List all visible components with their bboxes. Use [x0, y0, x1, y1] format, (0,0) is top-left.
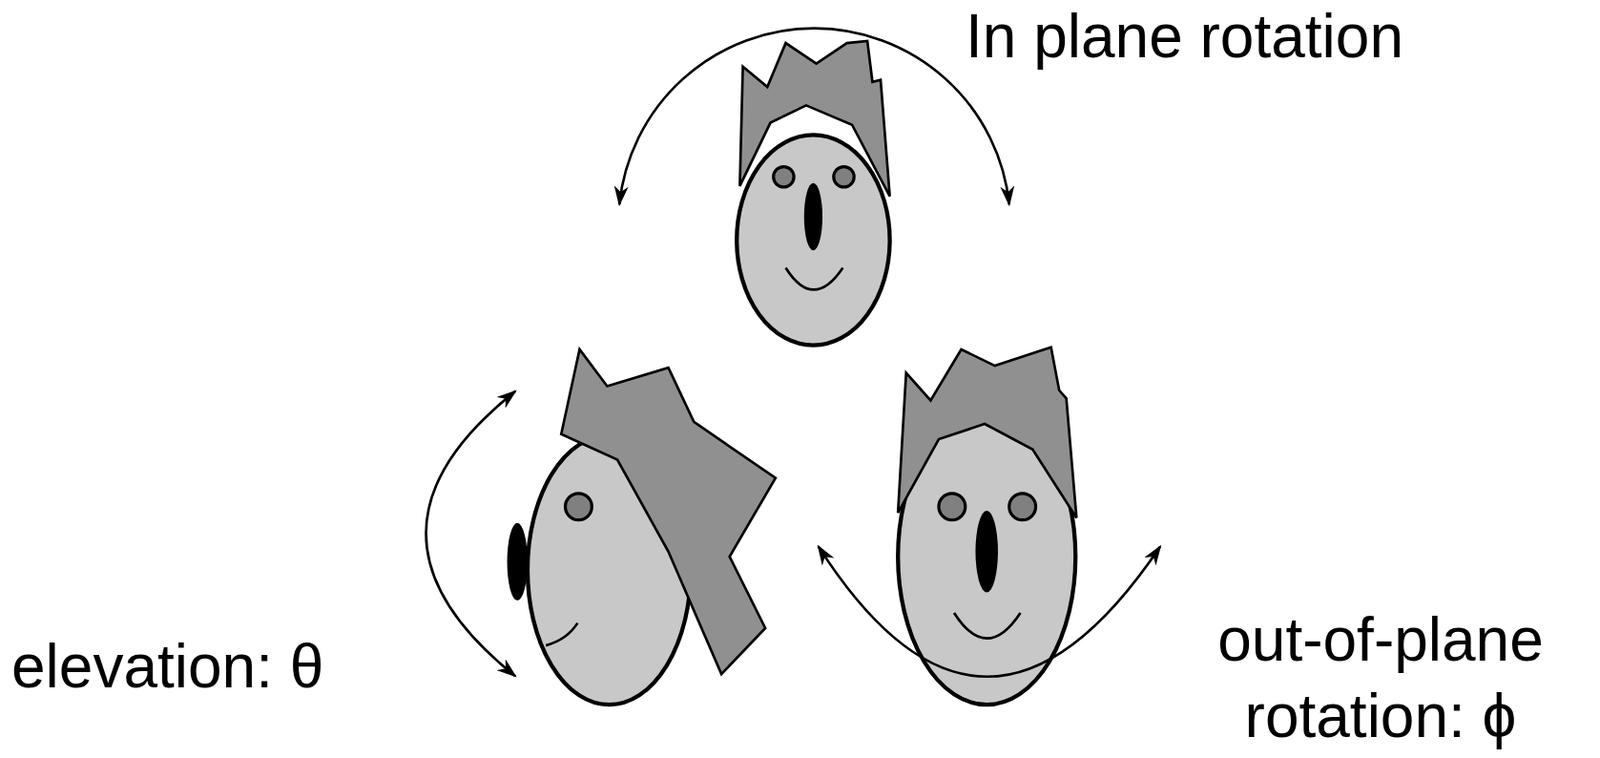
rotation-label: out-of-plane rotation: ϕ: [1175, 601, 1586, 754]
rotation-label: elevation: θ: [11, 635, 324, 697]
frontal-face: [736, 41, 890, 346]
elevation-arrow: [426, 391, 517, 676]
profile-face: [507, 349, 776, 705]
out-of-plane-arrow: [818, 545, 1161, 676]
frontal-face: [897, 347, 1077, 705]
rotation-label: In plane rotation: [965, 5, 1404, 67]
in-plane-arrow: [619, 28, 1010, 205]
